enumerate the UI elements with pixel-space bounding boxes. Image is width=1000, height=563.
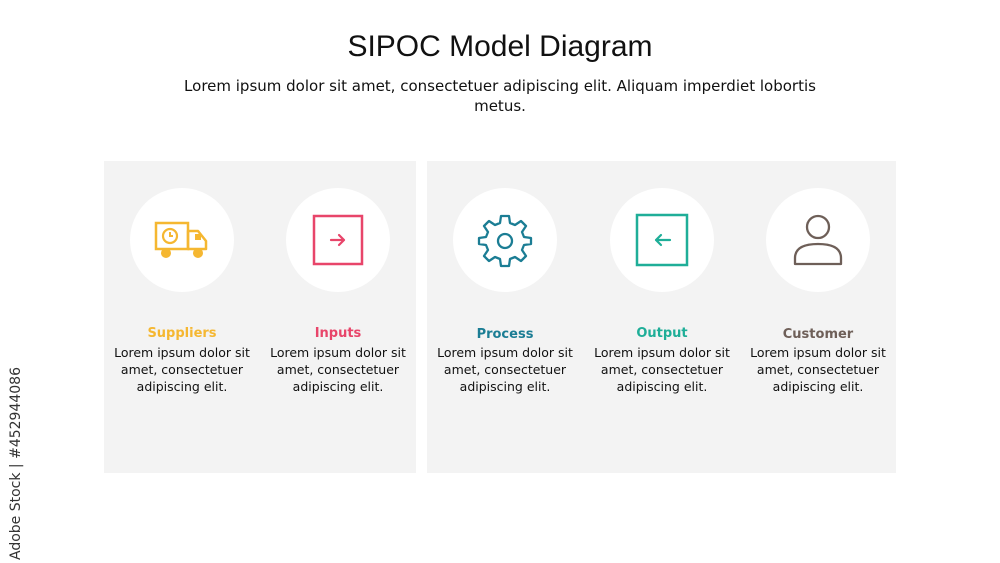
page-title: SIPOC Model Diagram [347,30,653,63]
suppliers-circle [130,188,234,292]
arrow-left-box-icon [635,213,689,267]
gear-icon [477,214,533,268]
user-icon [793,214,843,266]
step-label-customer: Customer [782,327,854,342]
step-desc-suppliers: Lorem ipsum dolor sit amet, consectetuer… [114,345,250,394]
step-label-inputs: Inputs [314,326,362,341]
step-label-output: Output [636,326,688,341]
stock-watermark-text: Adobe Stock | #452944086 [8,367,24,560]
process-circle [453,188,557,292]
step-label-process: Process [476,327,534,342]
step-label-suppliers: Suppliers [147,326,217,341]
truck-icon [154,221,208,258]
step-desc-process: Lorem ipsum dolor sit amet, consectetuer… [437,345,573,394]
output-circle [610,188,714,292]
page-subtitle: Lorem ipsum dolor sit amet, consectetuer… [184,77,816,115]
arrow-right-box-icon [312,214,364,266]
step-desc-output: Lorem ipsum dolor sit amet, consectetuer… [594,345,730,394]
step-desc-customer: Lorem ipsum dolor sit amet, consectetuer… [750,345,886,394]
customer-circle [766,188,870,292]
step-desc-inputs: Lorem ipsum dolor sit amet, consectetuer… [270,345,406,394]
inputs-circle [286,188,390,292]
